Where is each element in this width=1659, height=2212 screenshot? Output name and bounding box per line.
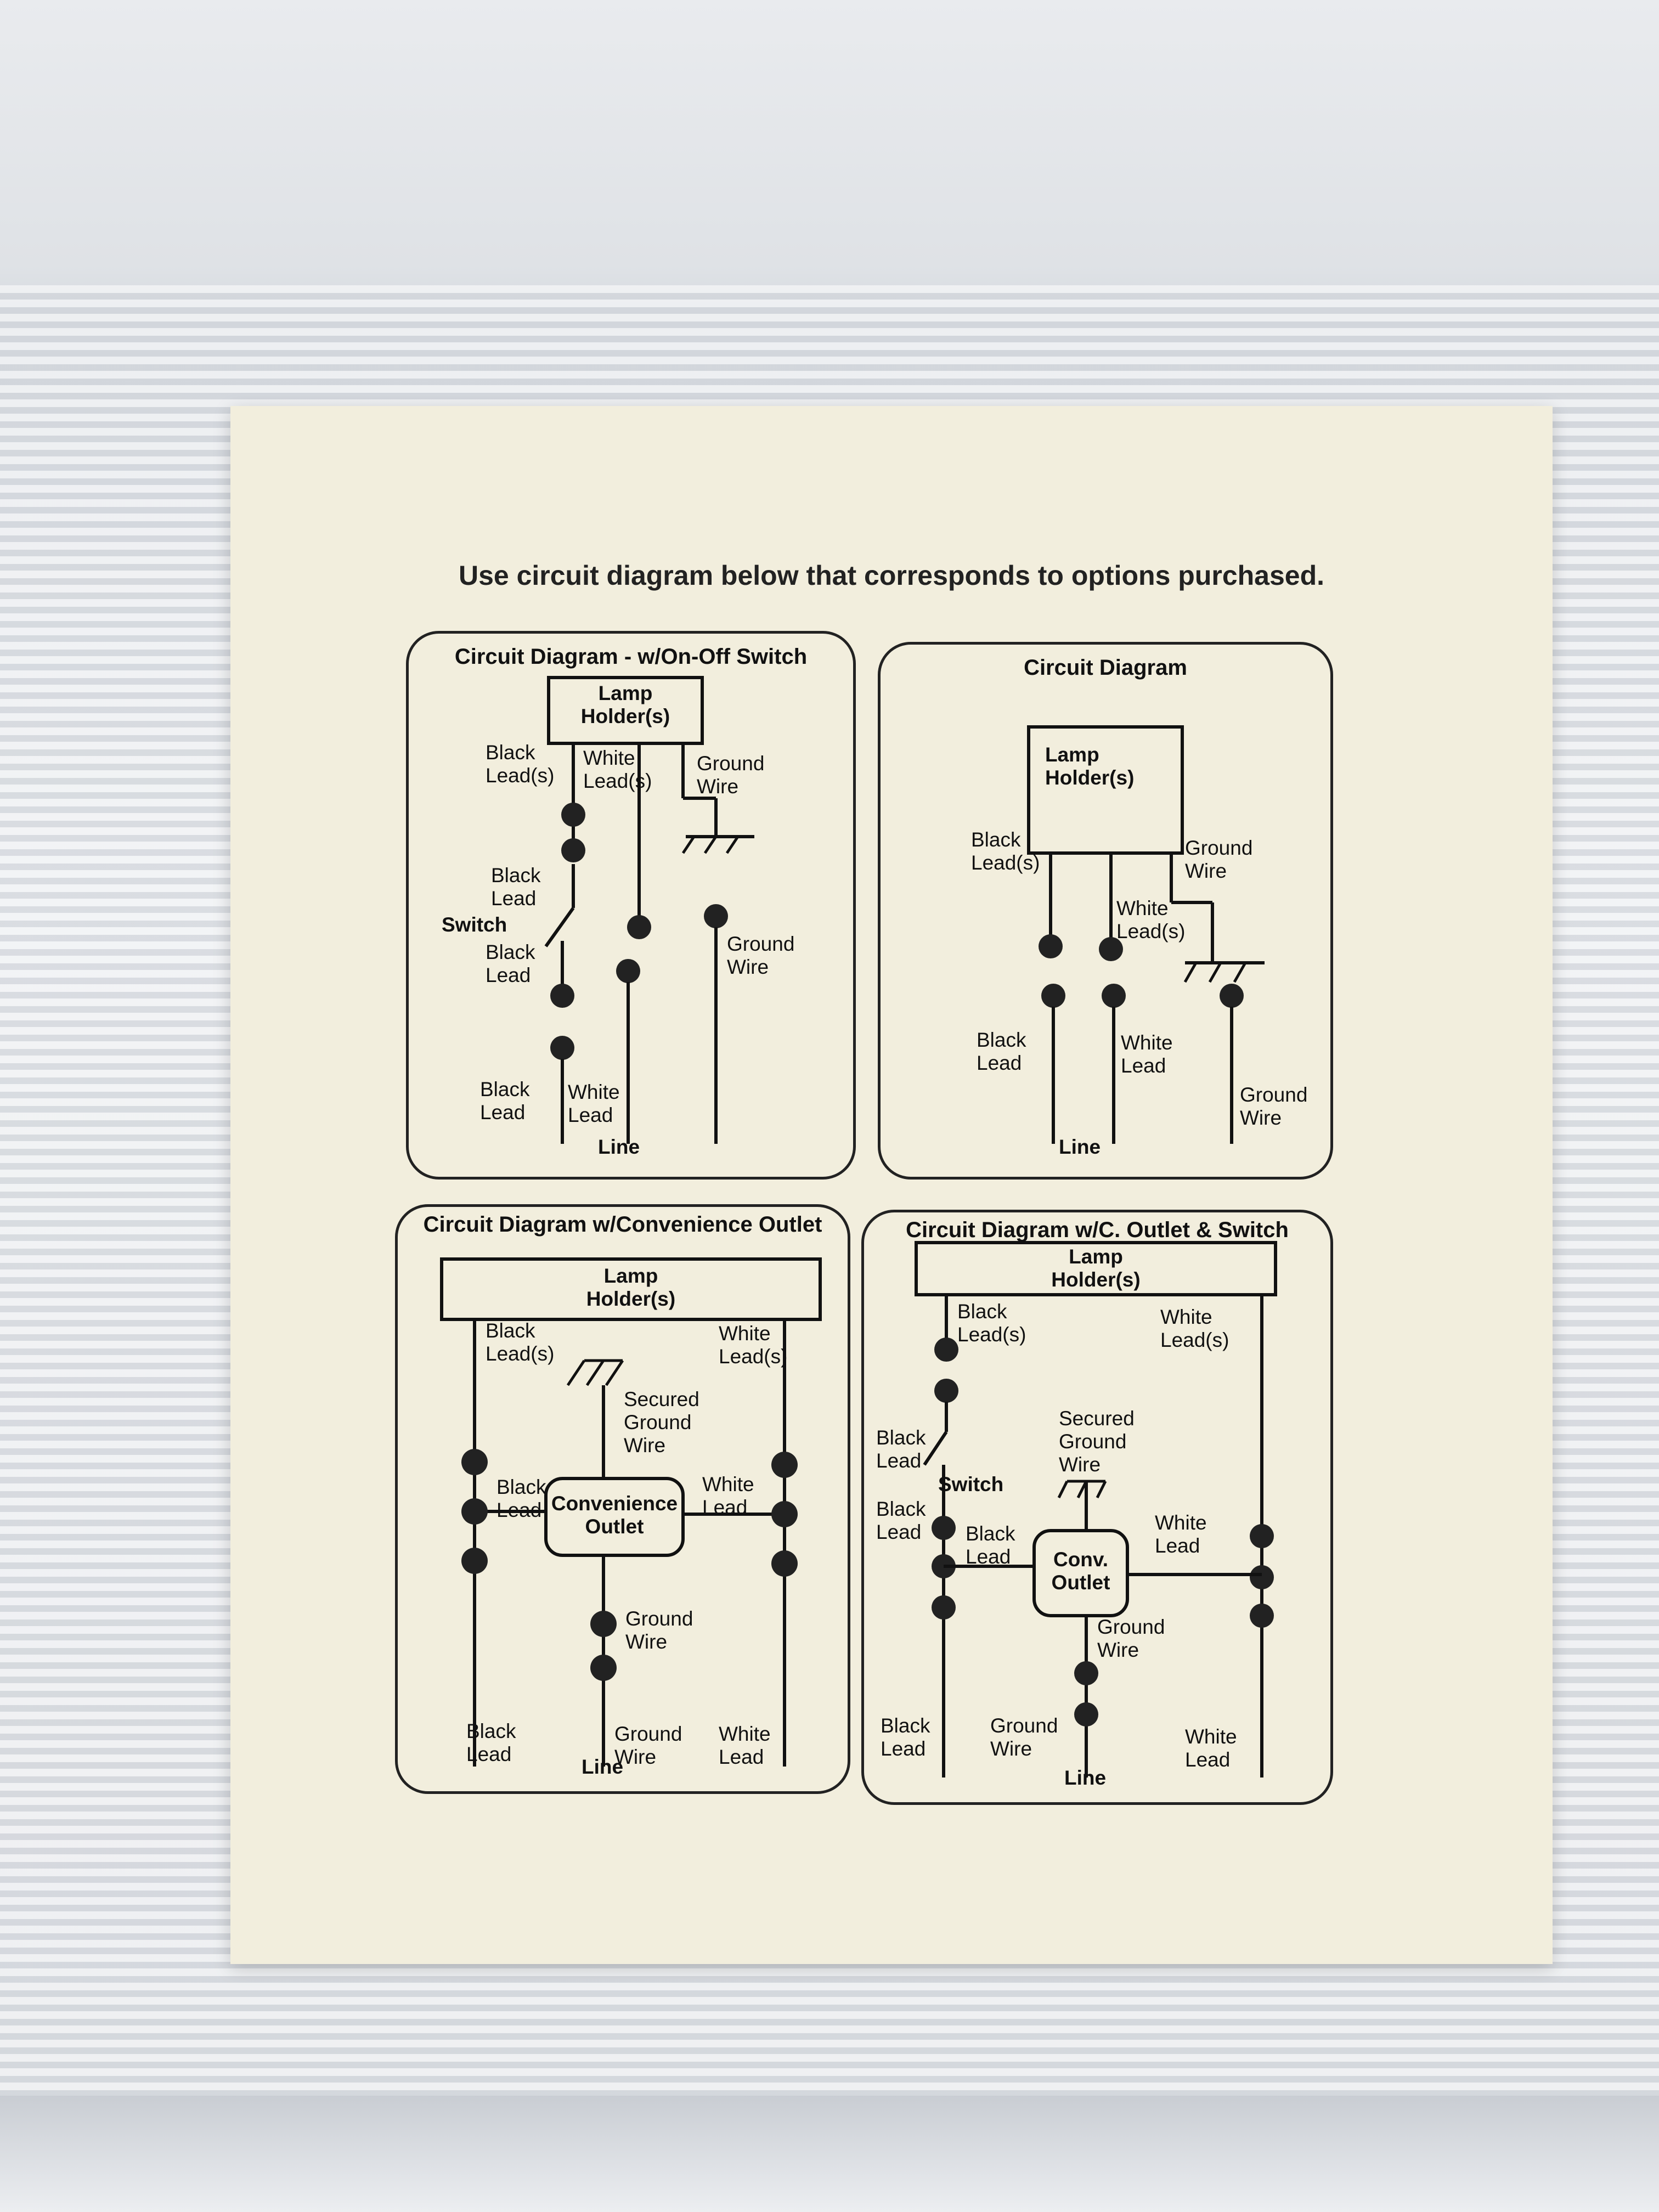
diagram-2-wiring — [1027, 725, 1265, 1144]
white-lead-bottom-label: White Lead — [719, 1723, 771, 1768]
black-lead-mid-label: Black Lead — [496, 1476, 546, 1521]
black-lead-2-label: Black Lead — [486, 941, 535, 986]
lamp-holder-label: Lamp Holder(s) — [1045, 743, 1135, 789]
white-leads-label: White Lead(s) — [583, 747, 652, 792]
lamp-holder-box — [915, 1241, 1277, 1296]
black-lead-1-label: Black Lead — [491, 864, 541, 910]
black-lead-2-label: Black Lead — [876, 1498, 926, 1543]
white-leads-label: White Lead(s) — [1116, 897, 1186, 943]
diagram-title: Circuit Diagram — [1024, 656, 1187, 680]
black-lead-label: Black Lead — [977, 1029, 1026, 1074]
outlet-label: Convenience Outlet — [551, 1492, 678, 1538]
diagram-title: Circuit Diagram - w/On-Off Switch — [454, 645, 808, 669]
white-leads-label: White Lead(s) — [719, 1322, 788, 1368]
secured-ground-label: Secured Ground Wire — [1059, 1407, 1135, 1476]
lamp-holder-box — [1027, 725, 1184, 855]
diagram-on-off-switch: Circuit Diagram - w/On-Off Switch — [406, 631, 856, 1180]
line-label: Line — [598, 1136, 640, 1158]
lamp-holder-box — [547, 676, 704, 745]
sheet-heading: Use circuit diagram below that correspon… — [458, 560, 1325, 591]
white-lead-mid-label: White Lead — [1155, 1511, 1207, 1557]
black-lead-bottom-label: Black Lead — [466, 1720, 516, 1765]
outlet-label: Conv. Outlet — [1051, 1548, 1110, 1594]
ground-wire-bottom-label: Ground Wire — [1240, 1084, 1308, 1129]
black-lead-bottom-label: Black Lead — [881, 1714, 930, 1760]
white-leads-label: White Lead(s) — [1160, 1306, 1229, 1351]
switch-label: Switch — [938, 1473, 1004, 1496]
ground-wire-bottom-label: Ground Wire — [990, 1714, 1058, 1760]
diagram-basic: Circuit Diagram Lamp Holder(s) Black Lea… — [878, 642, 1333, 1180]
ground-wire-mid-label: Ground Wire — [727, 933, 795, 978]
diagram-1-wiring — [544, 676, 754, 1144]
lamp-holder-label: Lamp Holder(s) — [580, 682, 670, 727]
line-label: Line — [1059, 1136, 1101, 1158]
black-leads-label: Black Lead(s) — [486, 1319, 555, 1365]
line-label: Line — [1064, 1767, 1107, 1789]
ground-wire-mid-label: Ground Wire — [1097, 1616, 1165, 1661]
ground-wire-mid-label: Ground Wire — [625, 1607, 693, 1653]
diagram-3-wiring — [440, 1257, 822, 1767]
diagram-4-wiring — [915, 1241, 1277, 1778]
black-lead-bottom-label: Black Lead — [480, 1078, 530, 1124]
lamp-holder-box — [440, 1257, 822, 1321]
black-leads-label: Black Lead(s) — [957, 1300, 1026, 1346]
outlet-box — [544, 1477, 685, 1557]
secured-ground-label: Secured Ground Wire — [624, 1388, 699, 1457]
ground-wire-top-label: Ground Wire — [1185, 837, 1253, 882]
white-lead-mid-label: White Lead — [702, 1473, 754, 1519]
outlet-box — [1032, 1529, 1129, 1617]
instruction-sheet: Use circuit diagram below that correspon… — [230, 406, 1553, 1964]
black-lead-3-label: Black Lead — [966, 1522, 1015, 1568]
switch-label: Switch — [442, 913, 507, 936]
white-lead-bottom-label: White Lead — [1185, 1725, 1237, 1771]
line-label: Line — [582, 1756, 624, 1778]
lamp-holder-label: Lamp Holder(s) — [586, 1265, 676, 1310]
ground-wire-bottom-label: Ground Wire — [614, 1723, 682, 1768]
lamp-holder-label: Lamp Holder(s) — [1051, 1245, 1141, 1291]
diagram-title: Circuit Diagram w/C. Outlet & Switch — [906, 1218, 1289, 1242]
diagram-convenience-outlet: Circuit Diagram w/Convenience Outlet Lam… — [395, 1204, 850, 1794]
white-lead-bottom-label: White Lead — [568, 1081, 620, 1126]
switch-symbol — [923, 1431, 948, 1466]
diagram-outlet-and-switch: Circuit Diagram w/C. Outlet & Switch — [861, 1210, 1333, 1805]
diagram-title: Circuit Diagram w/Convenience Outlet — [423, 1212, 822, 1237]
ground-wire-top-label: Ground Wire — [697, 752, 765, 798]
switch-symbol — [544, 907, 575, 947]
black-lead-1-label: Black Lead — [876, 1426, 926, 1472]
black-leads-label: Black Lead(s) — [486, 741, 555, 787]
background-ledge — [0, 2096, 1659, 2212]
white-lead-label: White Lead — [1121, 1031, 1173, 1077]
black-leads-label: Black Lead(s) — [971, 828, 1040, 874]
